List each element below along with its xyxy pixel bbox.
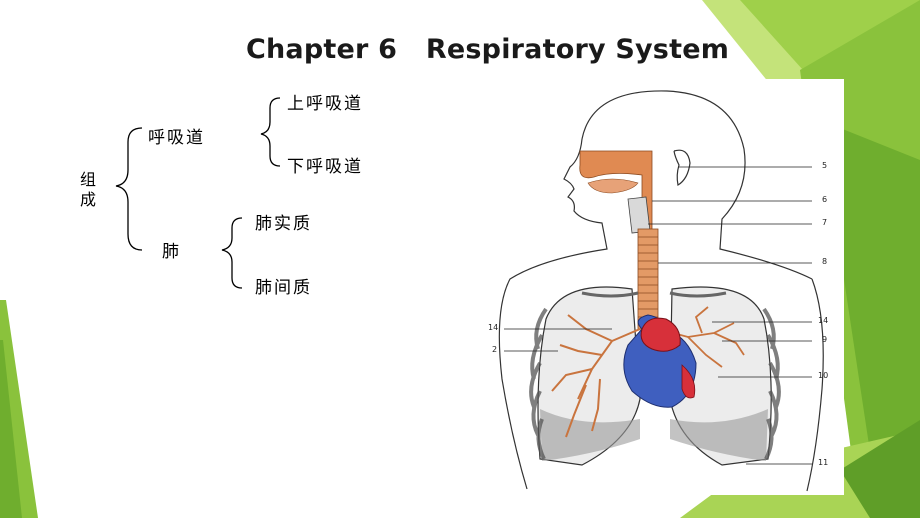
lower-airway-label: 下呼吸道 [287, 157, 363, 177]
upper-airway-label: 上呼吸道 [287, 94, 363, 114]
lung-label: 肺 [162, 242, 181, 262]
figure-label-6: 6 [822, 195, 828, 204]
figure-label-7: 7 [822, 218, 828, 227]
tree-root-label: 组成 [80, 170, 97, 209]
figure-label-5: 5 [822, 161, 828, 170]
tree-braces [115, 97, 281, 289]
respiratory-system-illustration: 5 6 7 8 14 9 10 11 14 2 [482, 79, 844, 495]
airway-label: 呼吸道 [148, 128, 205, 148]
figure-label-10: 10 [818, 371, 829, 380]
lung-interstitium-label: 肺间质 [255, 278, 312, 298]
figure-label-2: 2 [492, 345, 498, 354]
figure-label-14-left: 14 [488, 323, 499, 332]
figure-label-8: 8 [822, 257, 828, 266]
figure-label-9: 9 [822, 335, 828, 344]
lung-parenchyma-label: 肺实质 [255, 214, 312, 234]
figure-label-11: 11 [818, 458, 829, 467]
slide-title: Chapter 6 Respiratory System [246, 34, 730, 65]
figure-label-14-right: 14 [818, 316, 829, 325]
